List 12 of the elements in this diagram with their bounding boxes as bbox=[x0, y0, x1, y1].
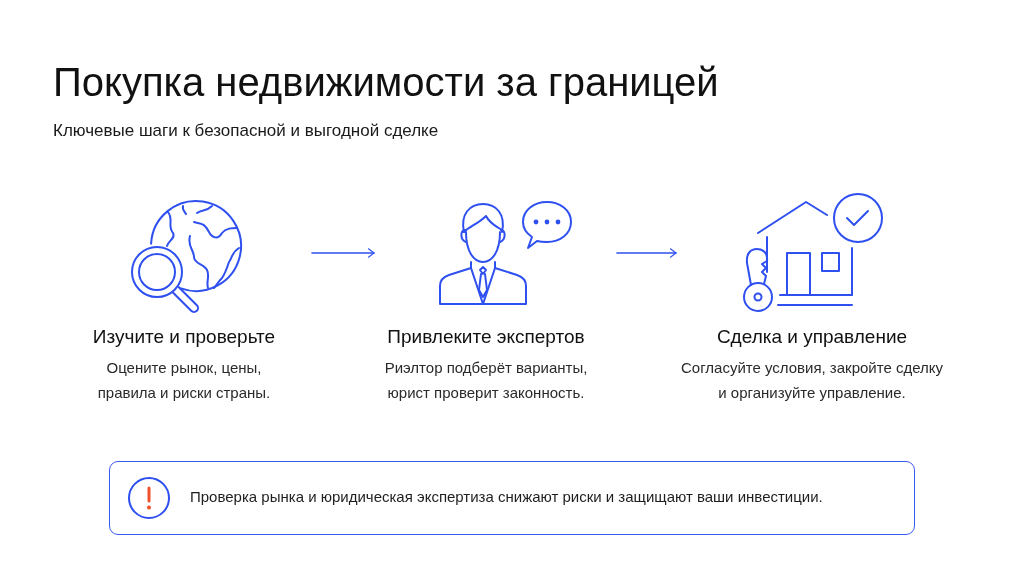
step-heading: Привлеките экспертов bbox=[386, 325, 586, 349]
callout-text: Проверка рынка и юридическая экспертиза снижают риски и защищают ваши инвестиции. bbox=[190, 487, 823, 507]
callout-box bbox=[109, 461, 915, 535]
arrow bbox=[311, 248, 375, 258]
title: Покупка недвижимости за границей bbox=[53, 59, 719, 106]
step-description: Риэлтор подберёт варианты, юрист проверит законность. bbox=[383, 358, 589, 403]
step-heading: Изучите и проверьте bbox=[91, 325, 277, 349]
step-heading: Сделка и управление bbox=[715, 325, 909, 349]
step-description: Согласуйте условия, закройте сделку и организуйте управление. bbox=[679, 358, 944, 403]
subtitle: Ключевые шаги к безопасной и выгодной сделке bbox=[53, 120, 439, 142]
arrow bbox=[616, 248, 677, 258]
step-description: Оцените рынок, цены, правила и риски страны. bbox=[96, 358, 272, 403]
